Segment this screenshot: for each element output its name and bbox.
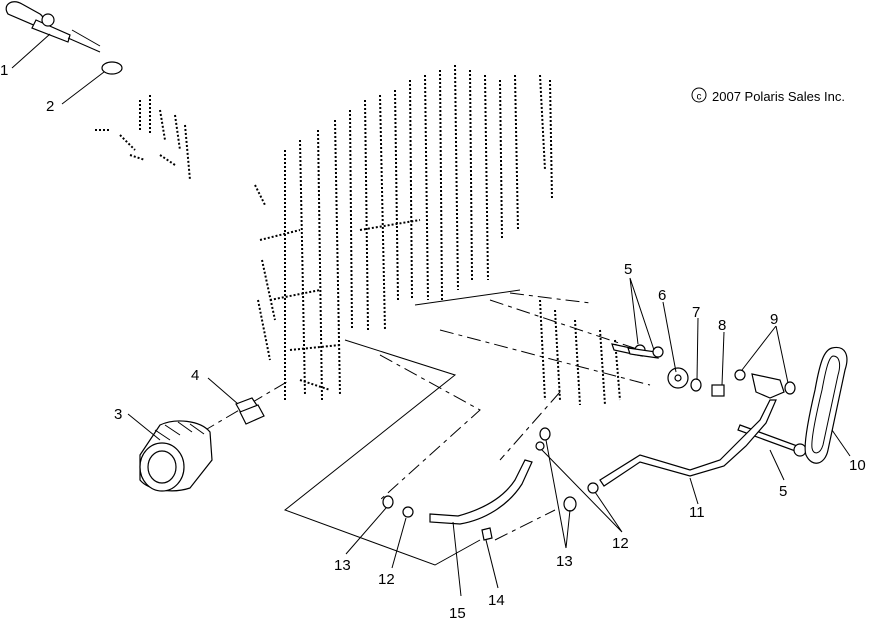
- callout-labels: 1 2 3 4 5 6 7 8 9 10 11 5 12 13 13 12 14…: [0, 62, 866, 622]
- screw-part: [481, 527, 493, 541]
- copyright-notice: c 2007 Polaris Sales Inc.: [691, 87, 845, 104]
- oil-filter-part: [139, 420, 213, 492]
- callout-13-right: 13: [556, 553, 573, 570]
- dipstick-part: [5, 1, 101, 53]
- callout-11: 11: [689, 504, 705, 521]
- oil-hose-part: [429, 459, 533, 525]
- elbow-fitting-part: [751, 373, 785, 399]
- callout-13-left: 13: [334, 557, 351, 574]
- routing-guide-lines: [283, 289, 521, 566]
- callout-5-bolts: 5: [624, 261, 632, 278]
- o-ring-part: [101, 61, 123, 75]
- callout-12-left: 12: [378, 571, 395, 588]
- callout-12-right: 12: [612, 535, 629, 552]
- callout-3: 3: [114, 406, 122, 423]
- fitting-part: [711, 384, 725, 397]
- callout-4: 4: [191, 367, 199, 384]
- callout-5-long-bolt: 5: [779, 483, 787, 500]
- copyright-symbol: c: [697, 92, 702, 103]
- assembly-leader-lines: [201, 292, 651, 541]
- engine-case-outline: [95, 64, 621, 406]
- callout-14: 14: [488, 592, 505, 609]
- washer-part: [690, 378, 702, 392]
- callout-7: 7: [692, 304, 700, 321]
- callout-10: 10: [849, 457, 866, 474]
- pump-gear-part: [667, 367, 689, 389]
- oil-line-part: [599, 399, 777, 487]
- crush-washer-part: [382, 427, 577, 512]
- callout-2: 2: [46, 98, 54, 115]
- callout-1: 1: [0, 62, 8, 79]
- callout-8: 8: [718, 317, 726, 334]
- callout-6: 6: [658, 287, 666, 304]
- o-ring-pair-part: [734, 369, 796, 395]
- nipple-fitting-part: [235, 397, 265, 425]
- bolt-pair-part: [611, 343, 664, 359]
- drive-belt-part: [804, 346, 848, 464]
- callout-9: 9: [770, 311, 778, 328]
- callout-15: 15: [449, 605, 466, 622]
- copyright-text: 2007 Polaris Sales Inc.: [712, 89, 845, 104]
- sealing-washer-part: [402, 441, 599, 518]
- callout-leaders: [11, 33, 851, 597]
